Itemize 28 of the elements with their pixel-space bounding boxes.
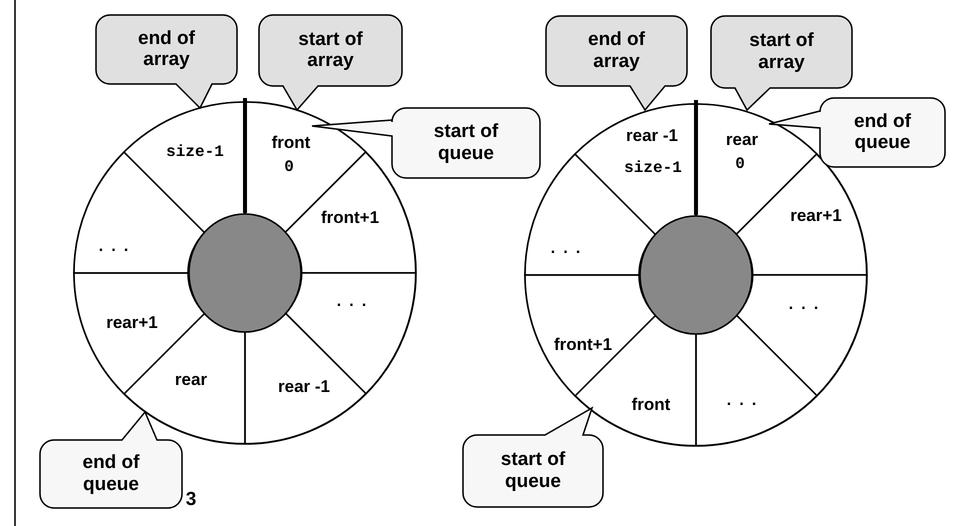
slot-index: 0 (735, 154, 745, 174)
callout-text: end of array (137, 28, 196, 72)
slot-label: front (632, 395, 670, 415)
page-number: 3 (186, 489, 196, 511)
slot-label: ... (548, 240, 586, 258)
callout-text: start of array (297, 28, 364, 72)
slot-label: rear (726, 130, 758, 150)
slot-label: rear (174, 370, 208, 390)
callout-text: end of array (587, 29, 646, 73)
slot-label: rear+1 (106, 313, 158, 333)
slot-label: rear -1 (278, 377, 330, 397)
callout-text: end of queue (82, 452, 140, 496)
callout-text: start of queue (500, 449, 566, 493)
callout-text: start of array (748, 30, 815, 74)
slot-index: size-1 (624, 158, 682, 178)
slot-label: ... (724, 392, 762, 410)
slot-index: size-1 (166, 142, 224, 162)
callout-text: start of queue (432, 121, 500, 165)
slot-label: rear -1 (626, 126, 678, 146)
slot-label: front+1 (554, 335, 612, 355)
slot-label: ... (786, 296, 824, 314)
callout-text: end of queue (853, 110, 912, 154)
slot-label: rear+1 (790, 206, 842, 226)
slot-label: ... (334, 292, 372, 312)
slot-index: 0 (284, 158, 294, 176)
slot-label: ... (96, 238, 134, 256)
slot-label: front+1 (320, 208, 380, 228)
slot-label: front (272, 133, 310, 153)
